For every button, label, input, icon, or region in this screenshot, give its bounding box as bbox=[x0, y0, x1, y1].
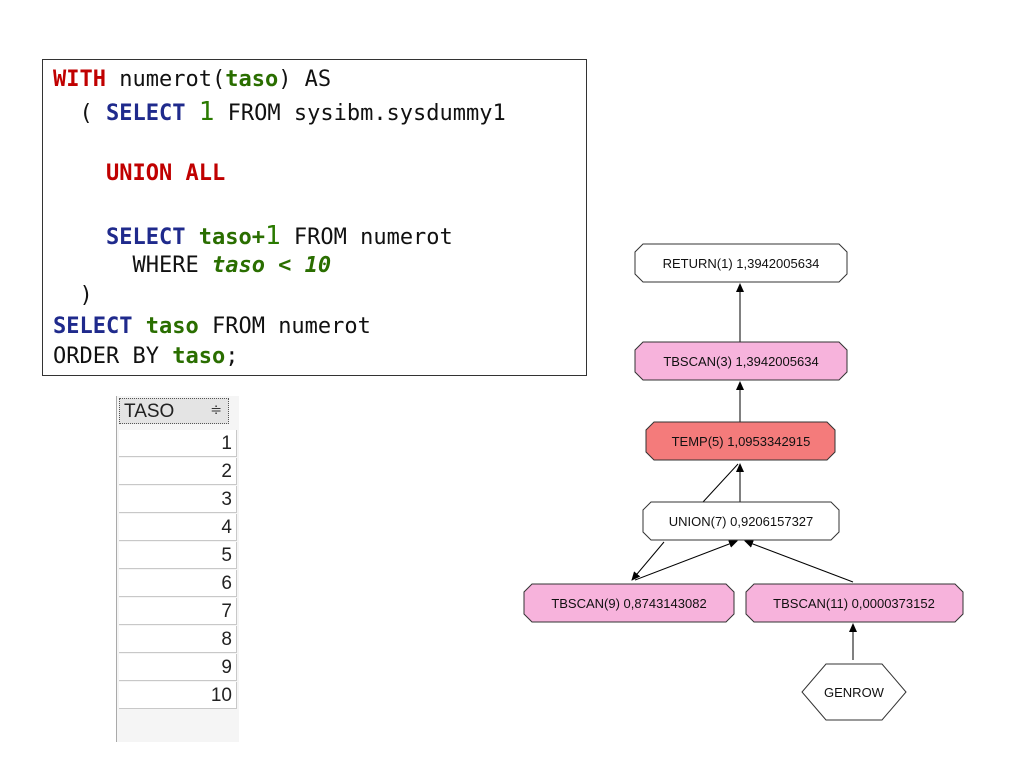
sql-text: ) AS bbox=[278, 67, 332, 92]
sql-text: numerot( bbox=[105, 67, 226, 92]
plan-edge bbox=[631, 541, 665, 581]
sql-keyword: WITH bbox=[53, 67, 106, 92]
plan-edge bbox=[744, 540, 854, 583]
sql-text: ORDER BY bbox=[53, 344, 173, 369]
sort-icon[interactable]: ≑ bbox=[210, 401, 222, 417]
sql-text: ( bbox=[53, 101, 106, 126]
sql-text: WHERE bbox=[53, 253, 212, 278]
plan-node-tbscan-9[interactable]: TBSCAN(9) 0,8743143082 bbox=[523, 583, 735, 623]
plan-node-label: TBSCAN(9) 0,8743143082 bbox=[551, 596, 706, 611]
column-header-label: TASO bbox=[124, 401, 175, 422]
sql-text: FROM numerot bbox=[280, 225, 453, 250]
sql-text: FROM numerot bbox=[198, 314, 371, 339]
table-row[interactable]: 8 bbox=[119, 626, 237, 653]
table-row[interactable]: 1 bbox=[119, 430, 237, 457]
plan-node-label: TEMP(5) 1,0953342915 bbox=[672, 434, 811, 449]
sql-number: 1 bbox=[198, 97, 215, 127]
table-row[interactable]: 5 bbox=[119, 542, 237, 569]
sql-keyword: SELECT bbox=[105, 101, 186, 126]
plan-node-tbscan-11[interactable]: TBSCAN(11) 0,0000373152 bbox=[745, 583, 964, 623]
sql-code-box: WITH numerot(taso) AS ( SELECT 1 FROM sy… bbox=[42, 59, 587, 376]
table-row[interactable]: 9 bbox=[119, 654, 237, 681]
sql-line-4: SELECT taso+1 FROM numerot bbox=[53, 222, 453, 250]
sql-line-5: WHERE taso < 10 bbox=[53, 252, 331, 280]
sql-identifier: taso bbox=[172, 344, 226, 369]
sql-number: 1 bbox=[264, 221, 281, 251]
plan-node-temp-5[interactable]: TEMP(5) 1,0953342915 bbox=[645, 421, 836, 461]
sql-identifier: taso bbox=[145, 314, 199, 339]
plan-node-label: TBSCAN(3) 1,3942005634 bbox=[663, 354, 818, 369]
column-header-taso[interactable]: TASO ≑ bbox=[119, 398, 229, 424]
result-grid: TASO ≑ 1 2 3 4 5 6 7 8 9 10 bbox=[116, 396, 239, 742]
plan-edge bbox=[634, 540, 738, 581]
sql-keyword: SELECT bbox=[53, 314, 133, 339]
plan-node-union-7[interactable]: UNION(7) 0,9206157327 bbox=[642, 501, 840, 541]
sql-text: ) bbox=[53, 283, 93, 308]
table-row[interactable]: 7 bbox=[119, 598, 237, 625]
sql-keyword: SELECT bbox=[105, 225, 186, 250]
sql-text: FROM sysibm.sysdummy1 bbox=[214, 101, 506, 126]
plan-node-return[interactable]: RETURN(1) 1,3942005634 bbox=[634, 243, 848, 283]
sql-line-8: ORDER BY taso; bbox=[53, 343, 238, 371]
plan-node-tbscan-3[interactable]: TBSCAN(3) 1,3942005634 bbox=[634, 341, 848, 381]
plan-node-genrow[interactable]: GENROW bbox=[801, 663, 907, 721]
plan-node-label: RETURN(1) 1,3942005634 bbox=[663, 256, 820, 271]
plan-node-label: UNION(7) 0,9206157327 bbox=[669, 514, 814, 529]
table-row[interactable]: 2 bbox=[119, 458, 237, 485]
sql-condition: taso < 10 bbox=[211, 253, 332, 278]
plan-node-label: TBSCAN(11) 0,0000373152 bbox=[773, 596, 935, 611]
table-row[interactable]: 10 bbox=[119, 682, 237, 709]
plan-edge bbox=[702, 463, 739, 503]
sql-identifier: taso+ bbox=[198, 225, 265, 250]
sql-text: ; bbox=[225, 344, 239, 369]
sql-line-1: WITH numerot(taso) AS bbox=[53, 66, 331, 94]
sql-line-2: ( SELECT 1 FROM sysibm.sysdummy1 bbox=[53, 97, 506, 127]
table-row[interactable]: 4 bbox=[119, 514, 237, 541]
table-row[interactable]: 6 bbox=[119, 570, 237, 597]
plan-node-label: GENROW bbox=[824, 685, 885, 700]
sql-identifier: taso bbox=[225, 67, 279, 92]
sql-keyword: UNION ALL bbox=[105, 161, 226, 186]
table-row[interactable]: 3 bbox=[119, 486, 237, 513]
sql-line-6: ) bbox=[53, 282, 93, 310]
sql-line-3: UNION ALL bbox=[53, 160, 225, 188]
sql-line-7: SELECT taso FROM numerot bbox=[53, 313, 371, 341]
